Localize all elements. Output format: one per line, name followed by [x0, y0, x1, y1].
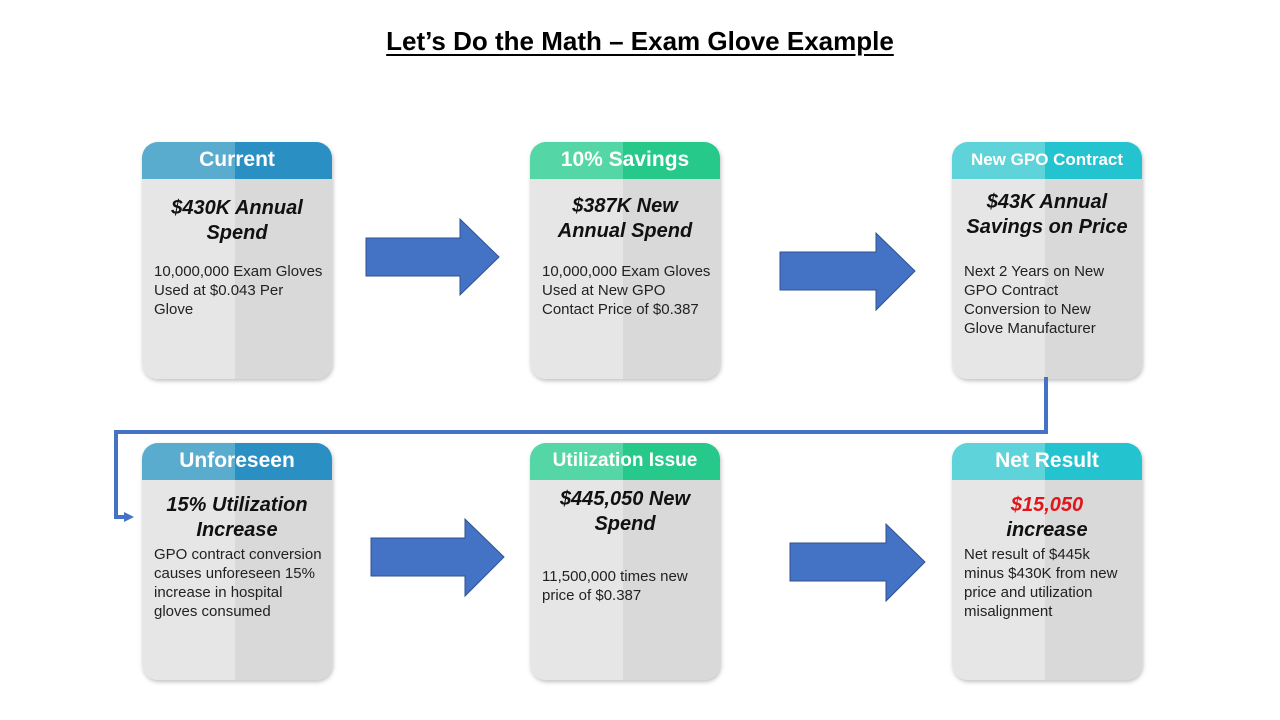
card-header: Utilization Issue — [530, 443, 720, 480]
card-main-text: 15% Utilization Increase — [166, 494, 308, 541]
right-arrow-icon — [365, 217, 500, 297]
card-description: 11,500,000 times new price of $0.387 — [542, 568, 688, 604]
card-description: 10,000,000 Exam Gloves Used at New GPO C… — [542, 263, 711, 318]
right-arrow-icon — [370, 517, 505, 598]
card-header: 10% Savings — [530, 142, 720, 179]
card-description: Next 2 Years on New GPO Contract Convers… — [964, 263, 1105, 337]
card-main-text: $430K Annual Spend — [171, 197, 303, 244]
card-main-text: $15,050 increase — [960, 493, 1134, 543]
card-header: New GPO Contract — [952, 142, 1142, 179]
right-arrow-icon — [789, 522, 926, 603]
card-header: Net Result — [952, 443, 1142, 480]
card-main-text: $445,050 New Spend — [559, 488, 691, 535]
connector-arrow — [114, 377, 1048, 522]
card-header: Current — [142, 142, 332, 179]
net-result-amount: $15,050 — [1010, 494, 1084, 516]
page-title: Let’s Do the Math – Exam Glove Example — [386, 26, 894, 56]
card-unforeseen: Unforeseen 15% Utilization Increase GPO … — [142, 443, 332, 680]
net-result-label: increase — [1006, 519, 1088, 541]
card-description: GPO contract conversion causes unforesee… — [154, 546, 322, 620]
card-utilization-issue: Utilization Issue $445,050 New Spend 11,… — [530, 443, 720, 680]
card-description: 10,000,000 Exam Gloves Used at $0.043 Pe… — [154, 263, 323, 318]
right-arrow-icon — [779, 231, 916, 312]
card-new-gpo-contract: New GPO Contract $43K Annual Savings on … — [952, 142, 1142, 379]
card-main-text: $43K Annual Savings on Price — [966, 191, 1128, 238]
card-main-text: $387K New Annual Spend — [557, 195, 693, 242]
card-header: Unforeseen — [142, 443, 332, 480]
card-savings: 10% Savings $387K New Annual Spend 10,00… — [530, 142, 720, 379]
card-current: Current $430K Annual Spend 10,000,000 Ex… — [142, 142, 332, 379]
card-net-result: Net Result $15,050 increase Net result o… — [952, 443, 1142, 680]
card-description: Net result of $445k minus $430K from new… — [964, 546, 1118, 620]
